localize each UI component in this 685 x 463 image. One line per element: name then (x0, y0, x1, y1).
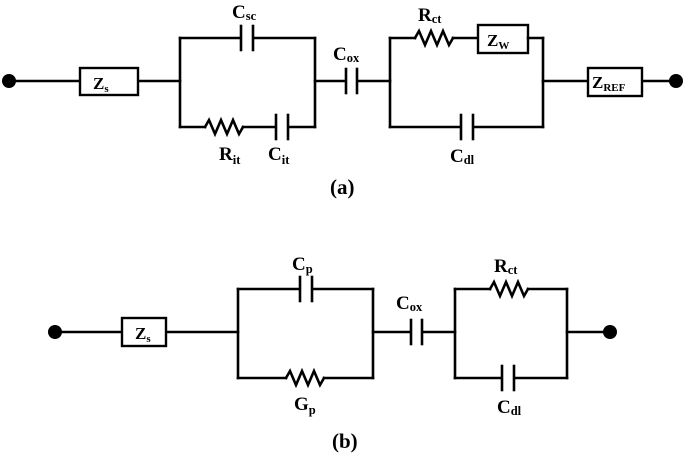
zw-warburg-box (476, 23, 530, 55)
zref-label: ZREF (592, 73, 626, 94)
csc-label: Csc (232, 2, 257, 23)
rct-resistor-b (488, 278, 530, 300)
zs-label-b: Zs (135, 324, 151, 345)
cox-label-b: Cox (396, 293, 423, 314)
cdl-label-b: Cdl (497, 397, 522, 418)
cdl-capacitor-a (459, 113, 475, 141)
cox-label-a: Cox (333, 44, 360, 65)
cp-label: Cp (292, 254, 313, 276)
rct-label-a: Rct (418, 5, 442, 26)
cdl-capacitor-b (500, 364, 516, 392)
cp-capacitor (298, 275, 314, 303)
zs-impedance-box-a (78, 66, 140, 97)
circuit-a: Zs Csc Rit Cit Cox Rct ZW Cdl ZREF (a) (2, 2, 683, 199)
cit-capacitor (274, 113, 290, 141)
cox-capacitor-a (344, 67, 359, 95)
rct-label-b: Rct (494, 256, 518, 277)
gp-resistor (284, 367, 326, 389)
cdl-label-a: Cdl (450, 146, 475, 167)
cit-label: Cit (268, 144, 290, 167)
zs-impedance-box-b (120, 316, 168, 348)
circuit-b: Zs Cp Gp Cox Rct Cdl (b) (48, 254, 617, 453)
zref-impedance-box (586, 66, 644, 98)
rit-resistor (203, 116, 245, 138)
gp-label: Gp (294, 394, 316, 417)
cox-capacitor-b (409, 318, 424, 346)
rct-resistor-a (413, 27, 455, 49)
zs-label-a: Zs (93, 74, 109, 95)
zw-label: ZW (487, 31, 509, 52)
caption-a: (a) (330, 175, 355, 199)
caption-b: (b) (332, 429, 358, 453)
csc-capacitor (239, 24, 255, 52)
rit-label: Rit (219, 144, 241, 167)
